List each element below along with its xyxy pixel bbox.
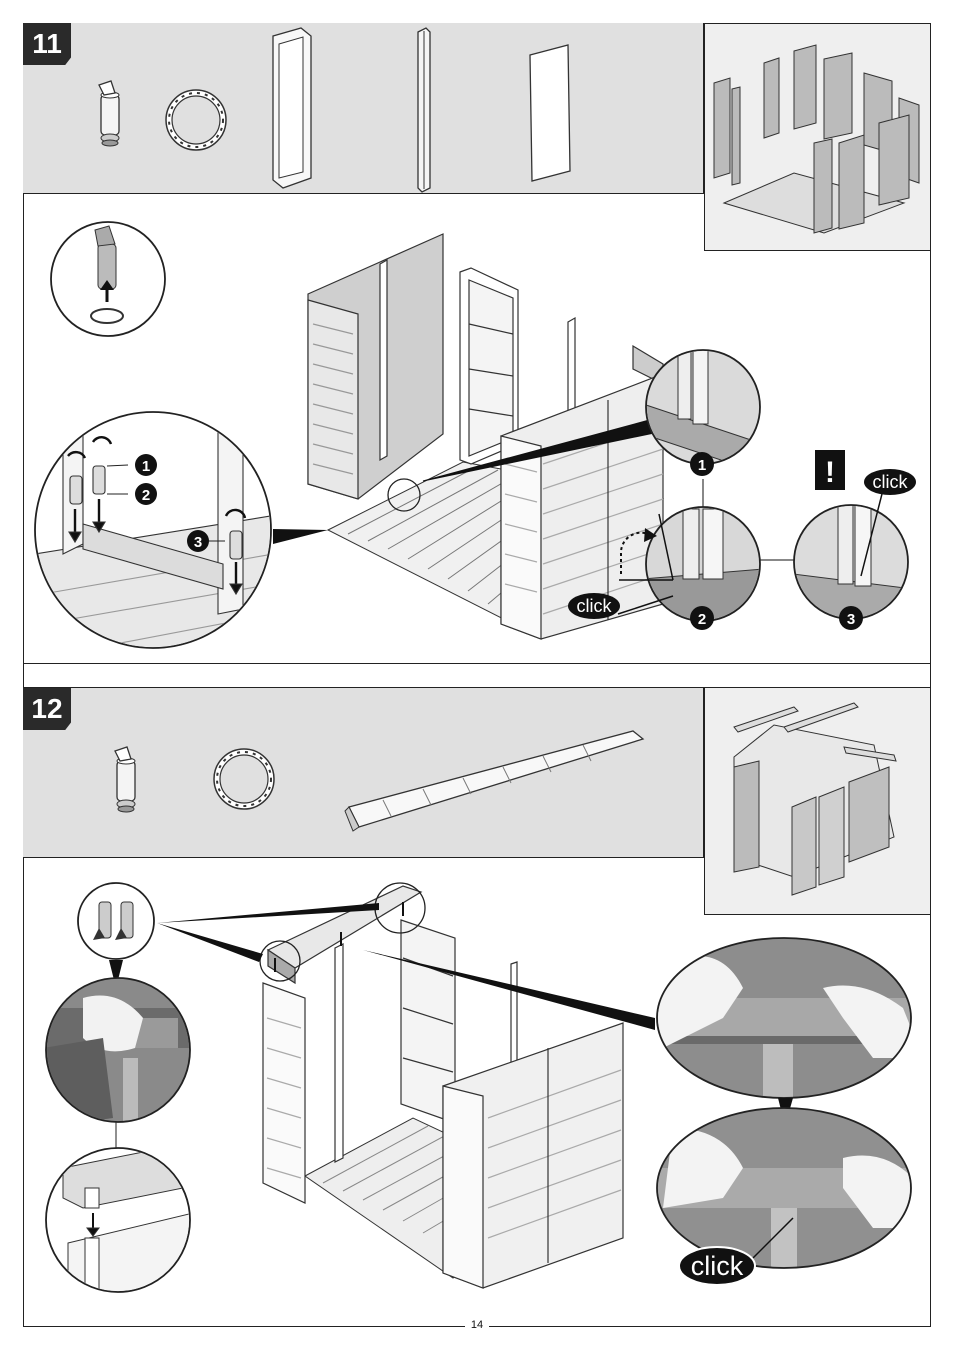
page-number: 14	[0, 1319, 954, 1331]
svg-text:click: click	[691, 1251, 744, 1281]
click-badge-step12: click	[679, 1247, 755, 1285]
